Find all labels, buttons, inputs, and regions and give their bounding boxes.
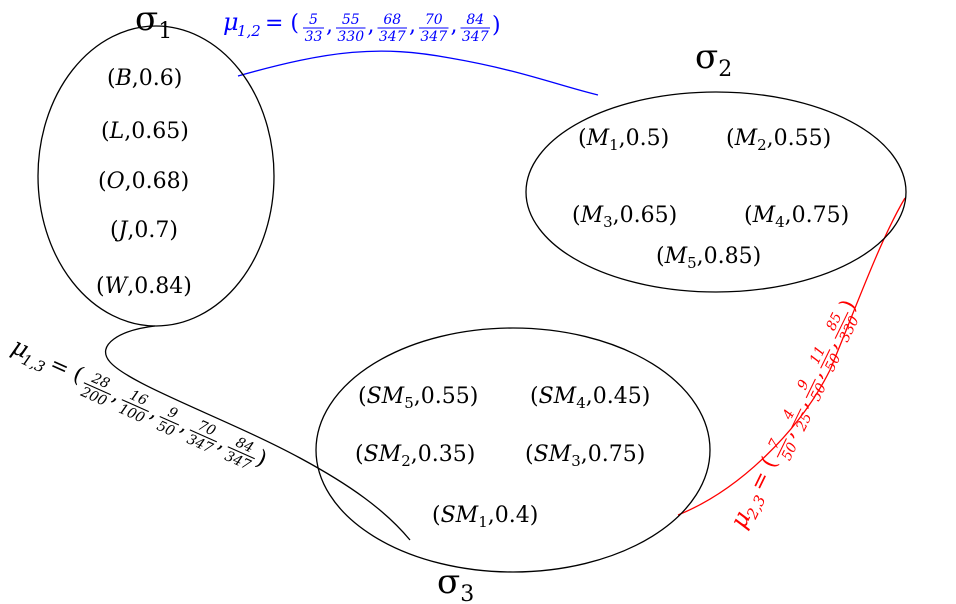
node-sigma3-item: (SM5,0.55) <box>358 384 478 412</box>
node-sigma2-label: σ2 <box>695 37 732 82</box>
node-sigma3-item: (SM4,0.45) <box>530 384 650 412</box>
node-sigma1-item: (O,0.68) <box>98 169 189 194</box>
fraction-numerator: 70 <box>195 418 218 440</box>
fraction-denominator: 50 <box>779 440 801 463</box>
fraction-denominator: 50 <box>808 381 830 404</box>
node-sigma1-item: (B,0.6) <box>107 66 182 91</box>
separator: , <box>326 13 333 38</box>
fraction-denominator: 50 <box>822 351 844 374</box>
separator: , <box>451 13 458 38</box>
fraction-bar <box>820 349 831 369</box>
node-sigma3-ellipse <box>315 327 711 573</box>
separator: ) <box>492 13 501 38</box>
fraction-bar <box>159 415 180 426</box>
node-sigma3-item: (SM3,0.75) <box>525 442 645 470</box>
fraction-numerator: 5 <box>309 12 318 28</box>
node-sigma1-item: (W,0.84) <box>96 274 192 299</box>
node-sigma2-item: (M2,0.55) <box>726 126 831 154</box>
fraction-numerator: 16 <box>127 387 150 409</box>
mu-symbol: μ <box>223 8 239 36</box>
node-sigma1-item: (L,0.65) <box>101 119 189 144</box>
separator: ) <box>252 446 270 472</box>
fraction-denominator: 347 <box>379 29 406 45</box>
equals-sign: = ( <box>46 352 87 389</box>
node-sigma1-ellipse <box>37 25 275 327</box>
node-sigma3-item: (SM1,0.4) <box>432 503 538 531</box>
fraction-numerator: 84 <box>466 12 484 28</box>
edge-sigma1-sigma2 <box>237 50 599 96</box>
separator: , <box>409 13 416 38</box>
fraction-bar <box>776 438 787 458</box>
fraction-numerator: 55 <box>342 12 360 28</box>
fraction-bar <box>791 408 802 428</box>
equals-sign: = ( <box>265 11 299 36</box>
fraction-denominator: 25 <box>793 410 816 434</box>
node-sigma1-item: (J,0.7) <box>110 218 178 243</box>
fraction-bar <box>834 311 849 339</box>
fraction-numerator: 84 <box>233 435 256 457</box>
node-sigma3-label: σ3 <box>437 562 474 604</box>
node-sigma2-item: (M3,0.65) <box>572 203 677 231</box>
node-sigma2-ellipse <box>525 91 907 293</box>
mu-subscript: 1,2 <box>237 22 261 40</box>
fraction-denominator: 330 <box>337 29 364 45</box>
fraction-numerator: 68 <box>383 12 401 28</box>
node-sigma1-label: σ1 <box>135 0 172 44</box>
separator: , <box>368 13 375 38</box>
edge-sigma2-sigma3 <box>677 197 906 516</box>
fraction-denominator: 347 <box>462 29 489 45</box>
fraction-bar <box>83 382 112 396</box>
fraction-bar <box>189 429 218 443</box>
fraction-denominator: 33 <box>305 29 323 45</box>
fraction-bar <box>805 378 816 399</box>
fraction-bar <box>227 446 255 460</box>
fraction-bar <box>121 399 149 413</box>
node-sigma2-item: (M5,0.85) <box>656 244 761 272</box>
fraction-denominator: 347 <box>420 29 447 45</box>
fraction-denominator: 50 <box>154 418 177 440</box>
edge-sigma1-sigma3 <box>104 325 411 541</box>
separator: ) <box>835 296 861 315</box>
node-sigma2-item: (M1,0.5) <box>578 126 669 154</box>
node-sigma2-item: (M4,0.75) <box>744 203 849 231</box>
equals-sign: = ( <box>745 453 782 495</box>
node-sigma3-item: (SM2,0.35) <box>355 442 475 470</box>
fraction-numerator: 70 <box>425 12 443 28</box>
